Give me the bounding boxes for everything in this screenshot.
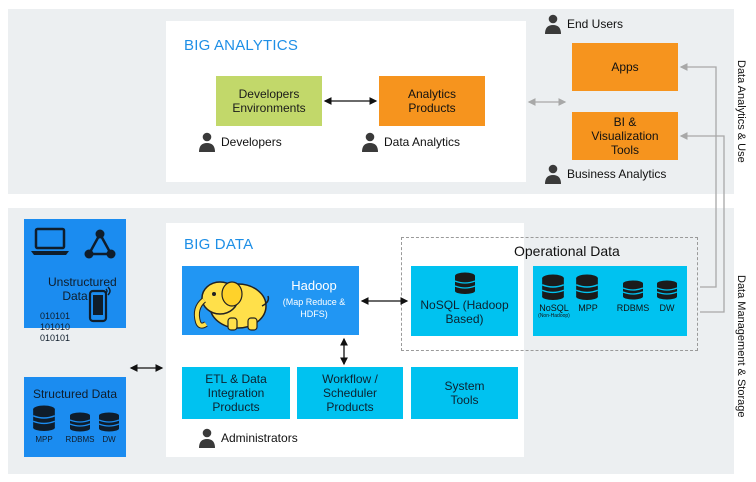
network-icon xyxy=(84,229,116,259)
st-dw-label: DW xyxy=(102,435,116,444)
st-mpp-db-icon xyxy=(32,405,56,431)
ops-dw-db-icon xyxy=(656,280,678,300)
hadoop-box[interactable]: Hadoop (Map Reduce & HDFS) xyxy=(182,266,359,335)
ops-mpp-db-icon xyxy=(575,274,599,300)
apps-label: Apps xyxy=(611,60,639,74)
system-tools-box[interactable]: System Tools xyxy=(411,367,518,419)
ops-nosql-db-icon xyxy=(541,274,565,300)
binary-line-1: 010101 xyxy=(40,311,71,321)
bi-visualization-tools-label: BI & Visualization Tools xyxy=(591,115,659,157)
system-tools-label: System Tools xyxy=(444,379,485,407)
administrators-user: Administrators xyxy=(199,428,298,448)
mobile-phone-icon xyxy=(88,286,111,323)
st-dw-db-icon xyxy=(98,412,120,432)
ops-rdbms-label: RDBMS xyxy=(616,303,650,313)
laptop-icon xyxy=(31,227,69,255)
workflow-label: Workflow / Scheduler Products xyxy=(322,372,378,414)
bi-visualization-tools-box[interactable]: BI & Visualization Tools xyxy=(572,112,678,160)
etl-label: ETL & Data Integration Products xyxy=(205,372,267,414)
unstructured-data-title: Unstructured Data xyxy=(48,275,117,303)
person-icon xyxy=(362,132,378,152)
operational-data-region xyxy=(401,237,698,351)
analytics-products-box[interactable]: Analytics Products xyxy=(379,76,485,126)
nosql-hadoop-label: NoSQL (Hadoop Based) xyxy=(420,298,509,326)
end-users-user: End Users xyxy=(545,13,623,35)
analytics-products-label: Analytics Products xyxy=(407,87,457,115)
st-rdbms-db-icon xyxy=(69,412,91,432)
apps-box[interactable]: Apps xyxy=(572,43,678,91)
ops-dw-label: DW xyxy=(659,303,675,313)
binary-line-2: 101010 xyxy=(40,322,71,332)
business-analytics-label: Business Analytics xyxy=(567,167,667,181)
st-mpp-label: MPP xyxy=(35,435,53,444)
operational-data-title: Operational Data xyxy=(514,243,620,259)
person-icon xyxy=(545,14,561,34)
hadoop-subtitle: (Map Reduce & HDFS) xyxy=(282,297,346,319)
person-icon xyxy=(199,428,215,448)
big-analytics-title: BIG ANALYTICS xyxy=(184,37,299,54)
structured-data-box[interactable]: Structured Data MPP RDBMS DW xyxy=(24,377,126,457)
administrators-label: Administrators xyxy=(221,431,298,445)
end-users-label: End Users xyxy=(567,17,624,31)
unstructured-data-box[interactable]: Unstructured Data 010101 101010 010101 xyxy=(24,219,126,343)
database-icon xyxy=(454,272,476,294)
person-icon xyxy=(199,132,215,152)
big-data-title: BIG DATA xyxy=(184,236,254,253)
developers-label: Developers xyxy=(221,135,282,149)
workflow-box[interactable]: Workflow / Scheduler Products xyxy=(297,367,403,419)
data-analytics-user: Data Analytics xyxy=(362,132,460,152)
developers-environments-label: Developers Environments xyxy=(232,87,306,115)
elephant-icon xyxy=(193,281,270,331)
person-icon xyxy=(545,164,561,184)
storage-to-bi-connector xyxy=(679,132,725,313)
ops-rdbms-db-icon xyxy=(622,280,644,300)
developers-user: Developers xyxy=(199,132,282,152)
hadoop-title: Hadoop xyxy=(291,278,337,293)
data-analytics-label: Data Analytics xyxy=(384,135,461,149)
storage-to-apps-connector xyxy=(679,63,717,288)
ops-nosql-label: NoSQL xyxy=(539,303,569,313)
etl-box[interactable]: ETL & Data Integration Products xyxy=(182,367,290,419)
ops-nosql-sublabel: (Non-Hadoop) xyxy=(538,313,570,319)
ops-mpp-label: MPP xyxy=(578,303,598,313)
binary-line-3: 010101 xyxy=(40,333,71,343)
structured-data-title: Structured Data xyxy=(32,387,118,401)
st-rdbms-label: RDBMS xyxy=(65,435,95,444)
nosql-hadoop-box[interactable]: NoSQL (Hadoop Based) xyxy=(411,266,518,336)
business-analytics-user: Business Analytics xyxy=(545,163,666,185)
developers-environments-box[interactable]: Developers Environments xyxy=(216,76,322,126)
